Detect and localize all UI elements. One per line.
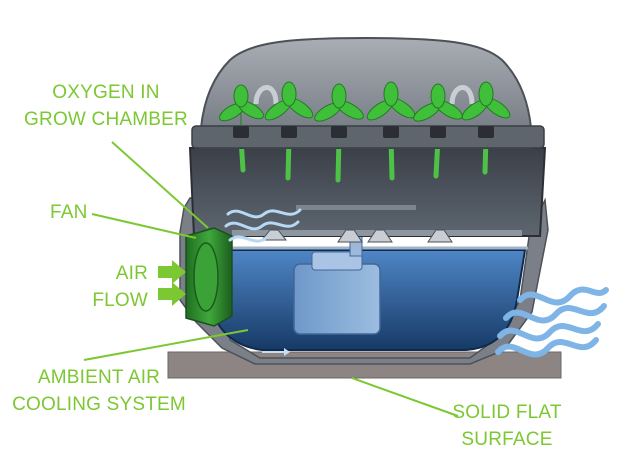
plant-4 — [366, 81, 416, 121]
oxygen-leader-line — [111, 141, 209, 229]
fan-label: FAN — [50, 202, 88, 223]
air-flow-arrows — [158, 260, 186, 306]
ambient-leader-line — [83, 329, 249, 361]
solid-flat-surface — [167, 351, 562, 379]
fan-icon — [193, 242, 219, 312]
ambient-label-line2: COOLING SYSTEM — [12, 394, 186, 415]
air-flow-label-line2: FLOW — [92, 290, 148, 311]
surface-leader-line — [351, 377, 459, 417]
chamber-shelf — [296, 205, 416, 210]
net-pots — [233, 126, 494, 138]
plants — [219, 81, 511, 126]
plant-3 — [314, 83, 364, 122]
oxygen-label-line1: OXYGEN IN — [52, 82, 160, 103]
air-flow-wisps-inner — [224, 208, 302, 243]
fan-leader-line — [91, 213, 197, 239]
air-flow-arrow-1 — [158, 260, 186, 284]
oxygen-label-line2: GROW CHAMBER — [24, 109, 188, 130]
plant-6 — [461, 81, 511, 121]
grow-lid-dome — [198, 36, 534, 149]
surface-label-line1: SOLID FLAT — [452, 402, 562, 423]
water-pump — [293, 263, 381, 335]
lid-rim — [191, 125, 545, 149]
spray-nozzles — [260, 229, 453, 243]
leader-lines — [83, 141, 459, 417]
plant-2 — [264, 81, 314, 121]
ambient-label-line1: AMBIENT AIR — [37, 367, 161, 388]
air-flow-arrow-2 — [158, 282, 186, 306]
exhaust-airflow-waves — [495, 286, 609, 358]
lid-handles — [253, 85, 475, 105]
surface-label-line2: SURFACE — [461, 429, 553, 450]
plant-5 — [413, 83, 463, 122]
plant-1 — [219, 84, 264, 126]
air-flow-label-line1: AIR — [115, 263, 148, 284]
